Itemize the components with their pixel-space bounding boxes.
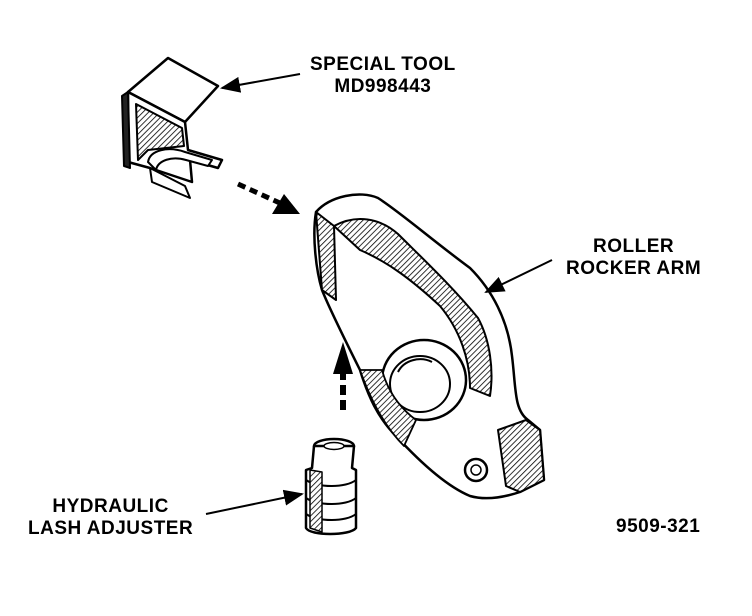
special-tool-label: SPECIAL TOOL MD998443 <box>310 54 456 98</box>
hydraulic-lash-adjuster-label-line2: LASH ADJUSTER <box>28 518 194 539</box>
lash-adjuster-leader <box>205 489 304 515</box>
roller-rocker-arm-label-line2: ROCKER ARM <box>566 258 702 279</box>
special-tool-drawing <box>121 56 224 199</box>
direction-arrow-tool <box>236 181 300 214</box>
special-tool-label-line1: SPECIAL TOOL <box>310 54 456 75</box>
hydraulic-lash-adjuster-label: HYDRAULIC LASH ADJUSTER <box>28 496 193 540</box>
hydraulic-lash-adjuster-label-line1: HYDRAULIC <box>52 496 169 517</box>
roller-rocker-arm-label: ROLLER ROCKER ARM <box>566 236 701 280</box>
direction-arrow-adjuster <box>333 342 353 410</box>
special-tool-leader <box>220 73 301 93</box>
roller-rocker-arm-drawing <box>313 193 546 500</box>
rocker-arm-leader <box>484 259 553 293</box>
roller-rocker-arm-label-line1: ROLLER <box>593 236 675 257</box>
special-tool-label-line2: MD998443 <box>334 76 432 97</box>
hydraulic-lash-adjuster-drawing <box>304 437 358 536</box>
figure-number: 9509-321 <box>616 516 701 537</box>
